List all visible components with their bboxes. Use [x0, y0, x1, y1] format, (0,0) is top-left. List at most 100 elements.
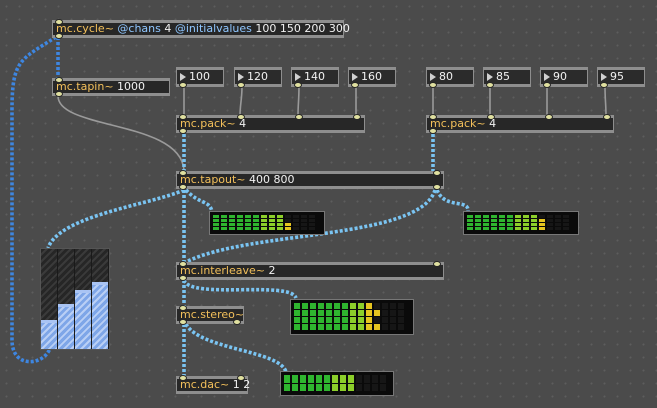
meter-segment	[213, 215, 219, 218]
multislider-column[interactable]	[75, 249, 92, 349]
meter-segment	[318, 324, 324, 330]
meter-segment	[237, 219, 243, 222]
number-box[interactable]: 90	[540, 67, 588, 88]
meter-segment	[382, 303, 388, 309]
mc-cycle-object[interactable]: mc.cycle~ @chans 4 @initialvalues 100 15…	[52, 19, 350, 39]
object-class: mc.interleave~	[180, 264, 265, 277]
meter-segment	[293, 227, 299, 230]
meter-segment	[318, 310, 324, 316]
number-value: 140	[304, 70, 325, 83]
meter-segment	[366, 324, 372, 330]
object-class: mc.pack~	[180, 117, 236, 130]
meter-segment	[229, 215, 235, 218]
number-box[interactable]: 95	[597, 67, 645, 88]
object-class: mc.stereo~	[180, 308, 245, 321]
meter-segment	[269, 219, 275, 222]
meter-segment	[491, 227, 497, 230]
meter-segment	[398, 324, 404, 330]
number-box[interactable]: 100	[176, 67, 224, 88]
meter-segment	[348, 383, 354, 391]
meter-segment	[213, 219, 219, 222]
meter-segment	[483, 219, 489, 222]
meter-segment	[390, 317, 396, 323]
meter-segment	[340, 375, 346, 383]
meter-segment	[358, 303, 364, 309]
meter-segment	[350, 303, 356, 309]
multislider-bar	[92, 282, 108, 349]
triangle-icon	[544, 73, 550, 81]
meter-segment	[253, 219, 259, 222]
meter-segment	[334, 310, 340, 316]
meter-segment	[515, 227, 521, 230]
meter-segment	[229, 223, 235, 226]
meter-segment	[547, 219, 553, 222]
object-argument: 1 2	[232, 378, 251, 391]
meter-segment	[539, 223, 545, 226]
mc-stereo-object[interactable]: mc.stereo~	[176, 305, 245, 325]
meter-segment	[294, 317, 300, 323]
level-meter-dac[interactable]	[280, 371, 394, 396]
number-box[interactable]: 80	[426, 67, 474, 88]
meter-segment	[350, 317, 356, 323]
meter-segment	[245, 227, 251, 230]
object-class: mc.cycle~	[56, 22, 114, 35]
meter-segment	[380, 375, 386, 383]
meter-segment	[398, 310, 404, 316]
level-meter-tapout-left[interactable]	[209, 211, 325, 235]
meter-segment	[390, 310, 396, 316]
number-box[interactable]: 160	[348, 67, 396, 88]
multislider-bar	[75, 290, 91, 349]
multislider-column[interactable]	[58, 249, 75, 349]
meter-segment	[326, 317, 332, 323]
meter-segment	[382, 317, 388, 323]
meter-segment	[356, 383, 362, 391]
number-box[interactable]: 140	[291, 67, 339, 88]
meter-segment	[301, 227, 307, 230]
multislider-column[interactable]	[41, 249, 58, 349]
meter-segment	[342, 310, 348, 316]
patch-cord	[297, 85, 300, 117]
mc-dac-object[interactable]: mc.dac~ 1 2	[176, 375, 251, 394]
meter-segment	[364, 383, 370, 391]
triangle-icon	[430, 73, 436, 81]
meter-segment	[507, 227, 513, 230]
mc-pack-object-right[interactable]: mc.pack~ 4	[426, 114, 614, 134]
meter-segment	[308, 383, 314, 391]
mc-pack-object-left[interactable]: mc.pack~ 4	[176, 114, 365, 134]
patch-cord	[57, 95, 185, 171]
mc-interleave-object[interactable]: mc.interleave~ 2	[176, 261, 444, 281]
meter-segment	[507, 215, 513, 218]
meter-segment	[284, 375, 290, 383]
meter-segment	[277, 227, 283, 230]
meter-segment	[398, 317, 404, 323]
level-meter-tapout-right[interactable]	[463, 211, 579, 235]
meter-segment	[310, 324, 316, 330]
multislider-column[interactable]	[92, 249, 109, 349]
meter-segment	[300, 375, 306, 383]
object-argument: 4	[489, 117, 497, 130]
meter-segment	[221, 223, 227, 226]
mc-patch-cord	[435, 189, 470, 213]
meter-segment	[277, 215, 283, 218]
number-value: 80	[439, 70, 453, 83]
meter-segment	[491, 219, 497, 222]
meter-segment	[294, 310, 300, 316]
meter-segment	[332, 383, 338, 391]
number-box[interactable]: 85	[483, 67, 531, 88]
meter-segment	[539, 219, 545, 222]
meter-segment	[555, 219, 561, 222]
meter-segment	[342, 303, 348, 309]
object-argument: 400 800	[249, 173, 295, 186]
triangle-icon	[238, 73, 244, 81]
meter-segment	[318, 317, 324, 323]
mc-patch-cord	[46, 188, 185, 249]
triangle-icon	[487, 73, 493, 81]
meter-segment	[326, 303, 332, 309]
number-box[interactable]: 120	[234, 67, 282, 88]
multislider[interactable]	[40, 248, 110, 350]
meter-segment	[326, 310, 332, 316]
meter-segment	[221, 227, 227, 230]
mc-tapin-object[interactable]: mc.tapin~ 1000	[52, 77, 170, 97]
mc-tapout-object[interactable]: mc.tapout~ 400 800	[176, 170, 444, 190]
level-meter-interleave[interactable]	[290, 299, 414, 335]
